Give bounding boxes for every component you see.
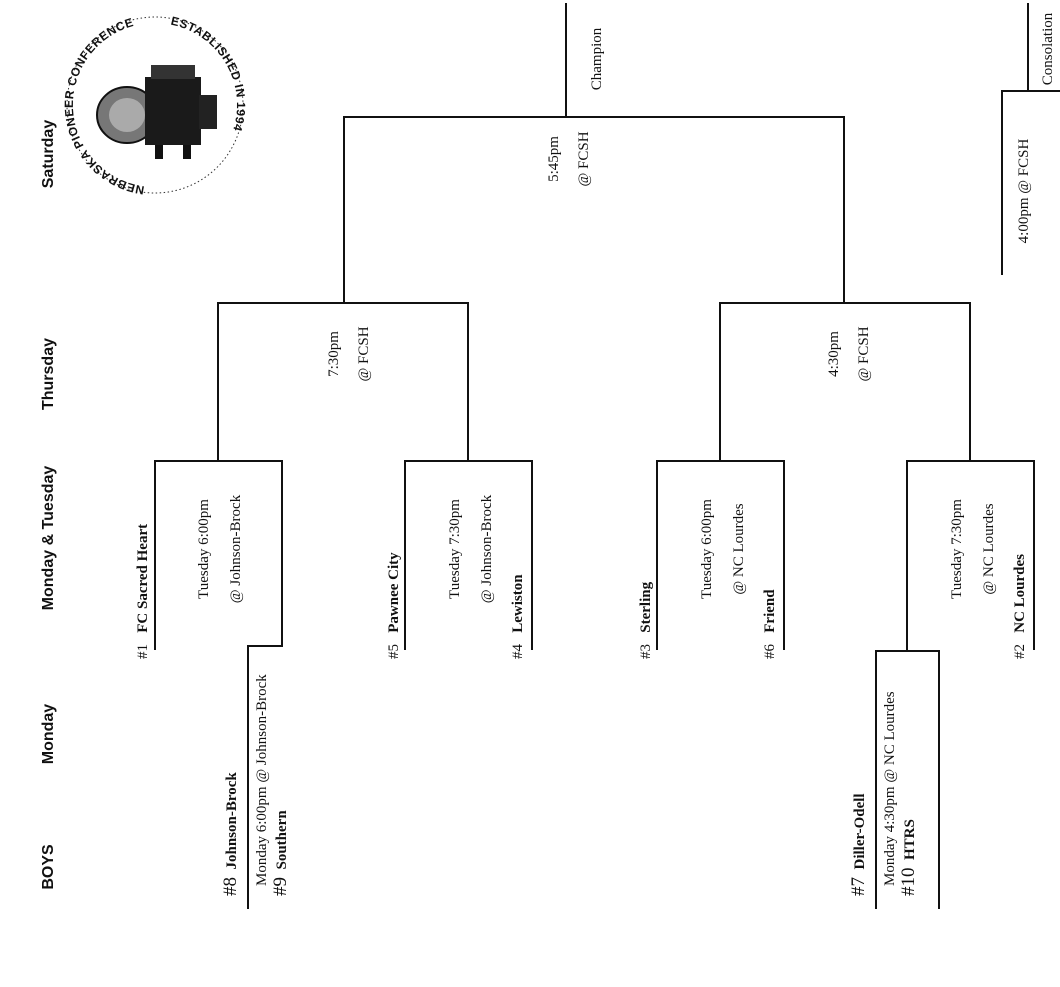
seed: #3 (638, 644, 654, 659)
team-name: Diller-Odell (852, 793, 868, 870)
team-entry: #5 Pawnee City (386, 419, 405, 659)
seed: #5 (386, 644, 402, 659)
header-thursday: Thursday (40, 338, 57, 411)
team-entry: #4 Lewiston (510, 419, 529, 659)
team-entry: #10 HTRS (898, 656, 919, 897)
team-name: Friend (762, 589, 778, 633)
game-time: 4:30pm (826, 331, 842, 377)
seed: #2 (1012, 644, 1028, 659)
game-site: @ NC Lourdes (981, 503, 997, 595)
game-time: Tuesday 7:30pm (949, 499, 965, 599)
game-time: Tuesday 7:30pm (447, 499, 463, 599)
conference-logo: NEBRASKA PIONEER CONFERENCE ESTABLISHED … (62, 14, 248, 198)
game-site: @ Johnson-Brock (228, 494, 244, 604)
bracket-page: BOYS Monday Monday & Tuesday Thursday Sa… (40, 3, 1060, 909)
game-site: @ FCSH (856, 326, 872, 382)
game-site: @ FCSH (356, 326, 372, 382)
team-entry: #6 Friend (762, 419, 781, 659)
team-entry: #8 Johnson-Brock (220, 656, 241, 896)
game-site: @ Johnson-Brock (479, 494, 495, 604)
seed: #8 (220, 877, 241, 896)
team-name: Sterling (638, 581, 654, 633)
team-entry: #7 Diller-Odell (848, 656, 869, 896)
seed: #9 (270, 877, 291, 896)
team-entry: #9 Southern (270, 656, 291, 896)
team-name: NC Lourdes (1012, 553, 1028, 633)
seed: #4 (510, 644, 526, 659)
team-name: Pawnee City (386, 552, 402, 633)
seed: #1 (135, 644, 151, 659)
game-time: 5:45pm (546, 136, 562, 182)
seed: #6 (762, 644, 778, 659)
game-time: Tuesday 6:00pm (196, 499, 212, 599)
team-name: Lewiston (510, 574, 526, 633)
game-time: 7:30pm (326, 331, 342, 377)
champion-label: Champion (589, 27, 605, 91)
seed: #10 (898, 867, 919, 897)
game-info: 4:00pm @ FCSH (1016, 138, 1032, 244)
team-name: HTRS (902, 819, 918, 860)
game-time: Tuesday 6:00pm (699, 499, 715, 599)
seed: #7 (848, 877, 869, 896)
wagon-icon (96, 65, 217, 159)
consolation-label: Consolation (1040, 12, 1056, 86)
team-name: Johnson-Brock (224, 772, 240, 870)
team-entry: #2 NC Lourdes (1012, 419, 1031, 659)
game-site: @ NC Lourdes (731, 503, 747, 595)
team-entry: #1 FC Sacred Heart (135, 419, 154, 659)
team-entry: #3 Sterling (638, 419, 657, 659)
team-name: FC Sacred Heart (135, 523, 151, 633)
team-name: Southern (274, 810, 290, 870)
